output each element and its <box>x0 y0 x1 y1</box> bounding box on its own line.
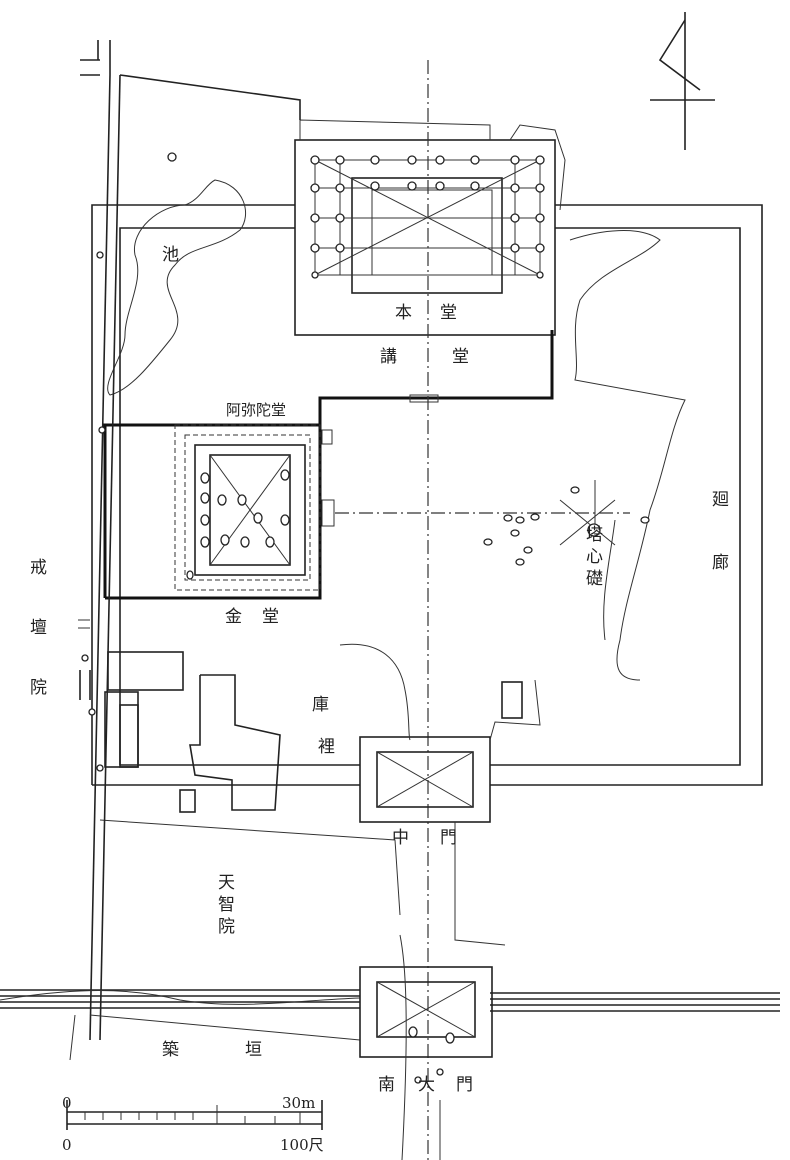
label-kuri-2: 裡 <box>318 737 335 757</box>
label-nandaimon-1: 南 <box>378 1075 395 1095</box>
main-hall <box>294 139 556 336</box>
pagoda-foundation <box>483 480 650 566</box>
label-kairo-1: 廻 <box>712 490 729 510</box>
rear-fence-east <box>509 124 566 211</box>
label-nandaimon-3: 門 <box>456 1075 473 1095</box>
label-toshinso-1: 塔 <box>586 525 603 545</box>
tenchiin-path <box>99 819 401 916</box>
label-chumon-2: 門 <box>440 828 457 848</box>
label-kondo-2: 堂 <box>262 607 279 627</box>
label-tsuijigaki-1: 築 <box>162 1040 179 1060</box>
label-toshinso-3: 礎 <box>586 569 603 589</box>
corridor-outline <box>91 204 763 786</box>
west-boundary <box>78 40 301 1041</box>
label-kaidanin-3: 院 <box>30 678 47 698</box>
lecture-hall-outline <box>103 330 554 598</box>
middle-gate <box>359 736 491 823</box>
label-kondo-1: 金 <box>225 607 242 627</box>
label-kaidanin-2: 壇 <box>30 618 47 638</box>
earthen-wall <box>0 989 780 1061</box>
lecture-hall-steps <box>409 394 439 403</box>
label-kuri-1: 庫 <box>312 695 329 715</box>
scale-top-start: 0 <box>62 1094 72 1112</box>
label-tenchiin-3: 院 <box>218 917 235 937</box>
label-tenchiin-2: 智 <box>218 895 235 915</box>
scale-bottom-start: 0 <box>62 1136 72 1154</box>
label-tenchiin-1: 天 <box>218 873 235 893</box>
label-hondo-1: 本 <box>395 303 412 323</box>
east-path-2 <box>603 519 616 641</box>
label-nandaimon-2: 大 <box>418 1075 435 1095</box>
golden-hall <box>174 424 335 591</box>
label-kaidanin-1: 戒 <box>30 558 47 578</box>
label-kodo-2: 堂 <box>452 347 469 367</box>
gate-path <box>454 822 506 946</box>
label-pond: 池 <box>162 245 179 265</box>
scale-bottom-end: 100尺 <box>280 1136 324 1154</box>
label-chumon-1: 中 <box>392 828 409 848</box>
north-arrow-icon <box>650 12 715 150</box>
inner-path <box>339 643 411 741</box>
pond-stone <box>167 152 177 162</box>
scale-bar: 0 30m 0 100尺 <box>62 1094 324 1154</box>
label-kodo-1: 講 <box>380 347 397 367</box>
pond <box>107 179 247 396</box>
golden-hall-enclosure <box>105 425 322 600</box>
golden-hall-columns <box>186 469 290 580</box>
main-hall-columns <box>310 155 545 279</box>
rear-fence <box>299 119 491 140</box>
label-hondo-2: 堂 <box>440 303 457 323</box>
label-tsuijigaki-2: 垣 <box>245 1040 262 1060</box>
kitchen-buildings <box>104 651 523 813</box>
label-amida-hall: 阿弥陀堂 <box>226 401 286 419</box>
scale-top-end: 30m <box>282 1094 315 1112</box>
inner-path-2 <box>489 679 541 741</box>
east-path <box>569 230 686 681</box>
label-toshinso-2: 心 <box>586 547 603 567</box>
label-kairo-2: 廊 <box>712 553 729 573</box>
south-gate <box>359 934 493 1160</box>
